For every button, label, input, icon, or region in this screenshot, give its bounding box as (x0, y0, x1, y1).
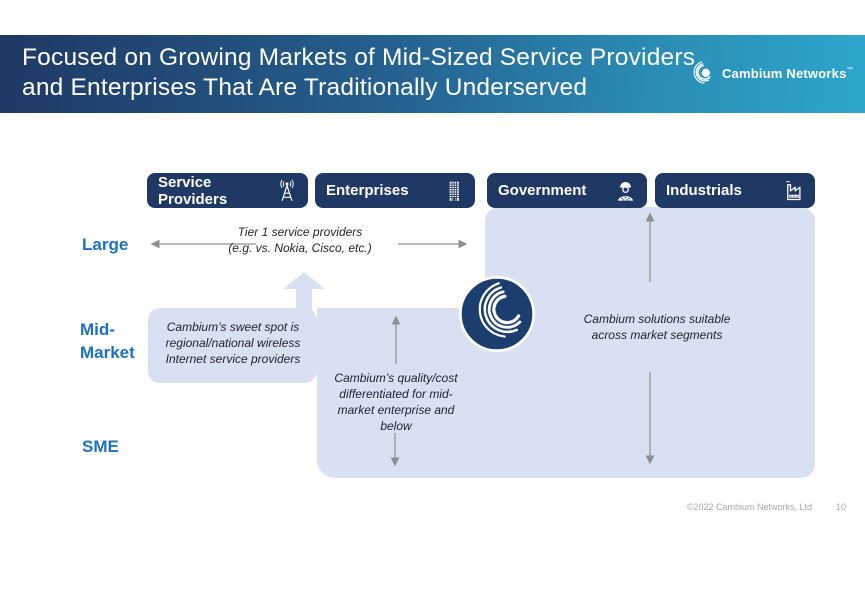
cambium-swoosh-icon (686, 59, 716, 89)
column-label: Service Providers (158, 173, 228, 208)
note-tier1-providers: Tier 1 service providers (e.g. vs. Nokia… (228, 225, 372, 255)
row-label-large: Large (82, 235, 129, 254)
soldier-icon (612, 177, 639, 204)
sweet-spot-box (148, 308, 317, 383)
note-solutions-suitable: Cambium solutions suitable across market… (583, 312, 731, 342)
footer-copyright: ©2022 Cambium Networks, Ltd (686, 502, 812, 512)
column-label: Government (498, 182, 587, 199)
column-header-enterprises: Enterprises (315, 173, 475, 208)
note-quality-cost: Cambium’s quality/cost differentiated fo… (334, 371, 458, 433)
column-label: Enterprises (326, 182, 409, 199)
row-label-sme: SME (82, 437, 119, 456)
mid-market-box (317, 308, 487, 478)
page-number: 10 (836, 502, 847, 512)
column-header-industrials: Industrials (655, 173, 815, 208)
note-sweet-spot: Cambium’s sweet spot is regional/nationa… (165, 320, 301, 366)
column-label: Industrials (666, 182, 742, 199)
row-label-mid-market: Mid- Market (80, 320, 135, 362)
brand-trademark: ™ (846, 66, 854, 74)
title-band: Focused on Growing Markets of Mid-Sized … (0, 35, 865, 113)
column-header-service-providers: Service Providers (147, 173, 308, 208)
up-block-arrow-icon (283, 272, 325, 310)
antenna-icon (274, 178, 300, 204)
factory-icon (780, 177, 807, 204)
brand-logo: Cambium Networks™ (686, 59, 853, 89)
slide-title: Focused on Growing Markets of Mid-Sized … (22, 44, 696, 101)
column-header-government: Government (487, 173, 647, 208)
building-icon (441, 178, 467, 204)
brand-name: Cambium Networks (721, 66, 847, 81)
